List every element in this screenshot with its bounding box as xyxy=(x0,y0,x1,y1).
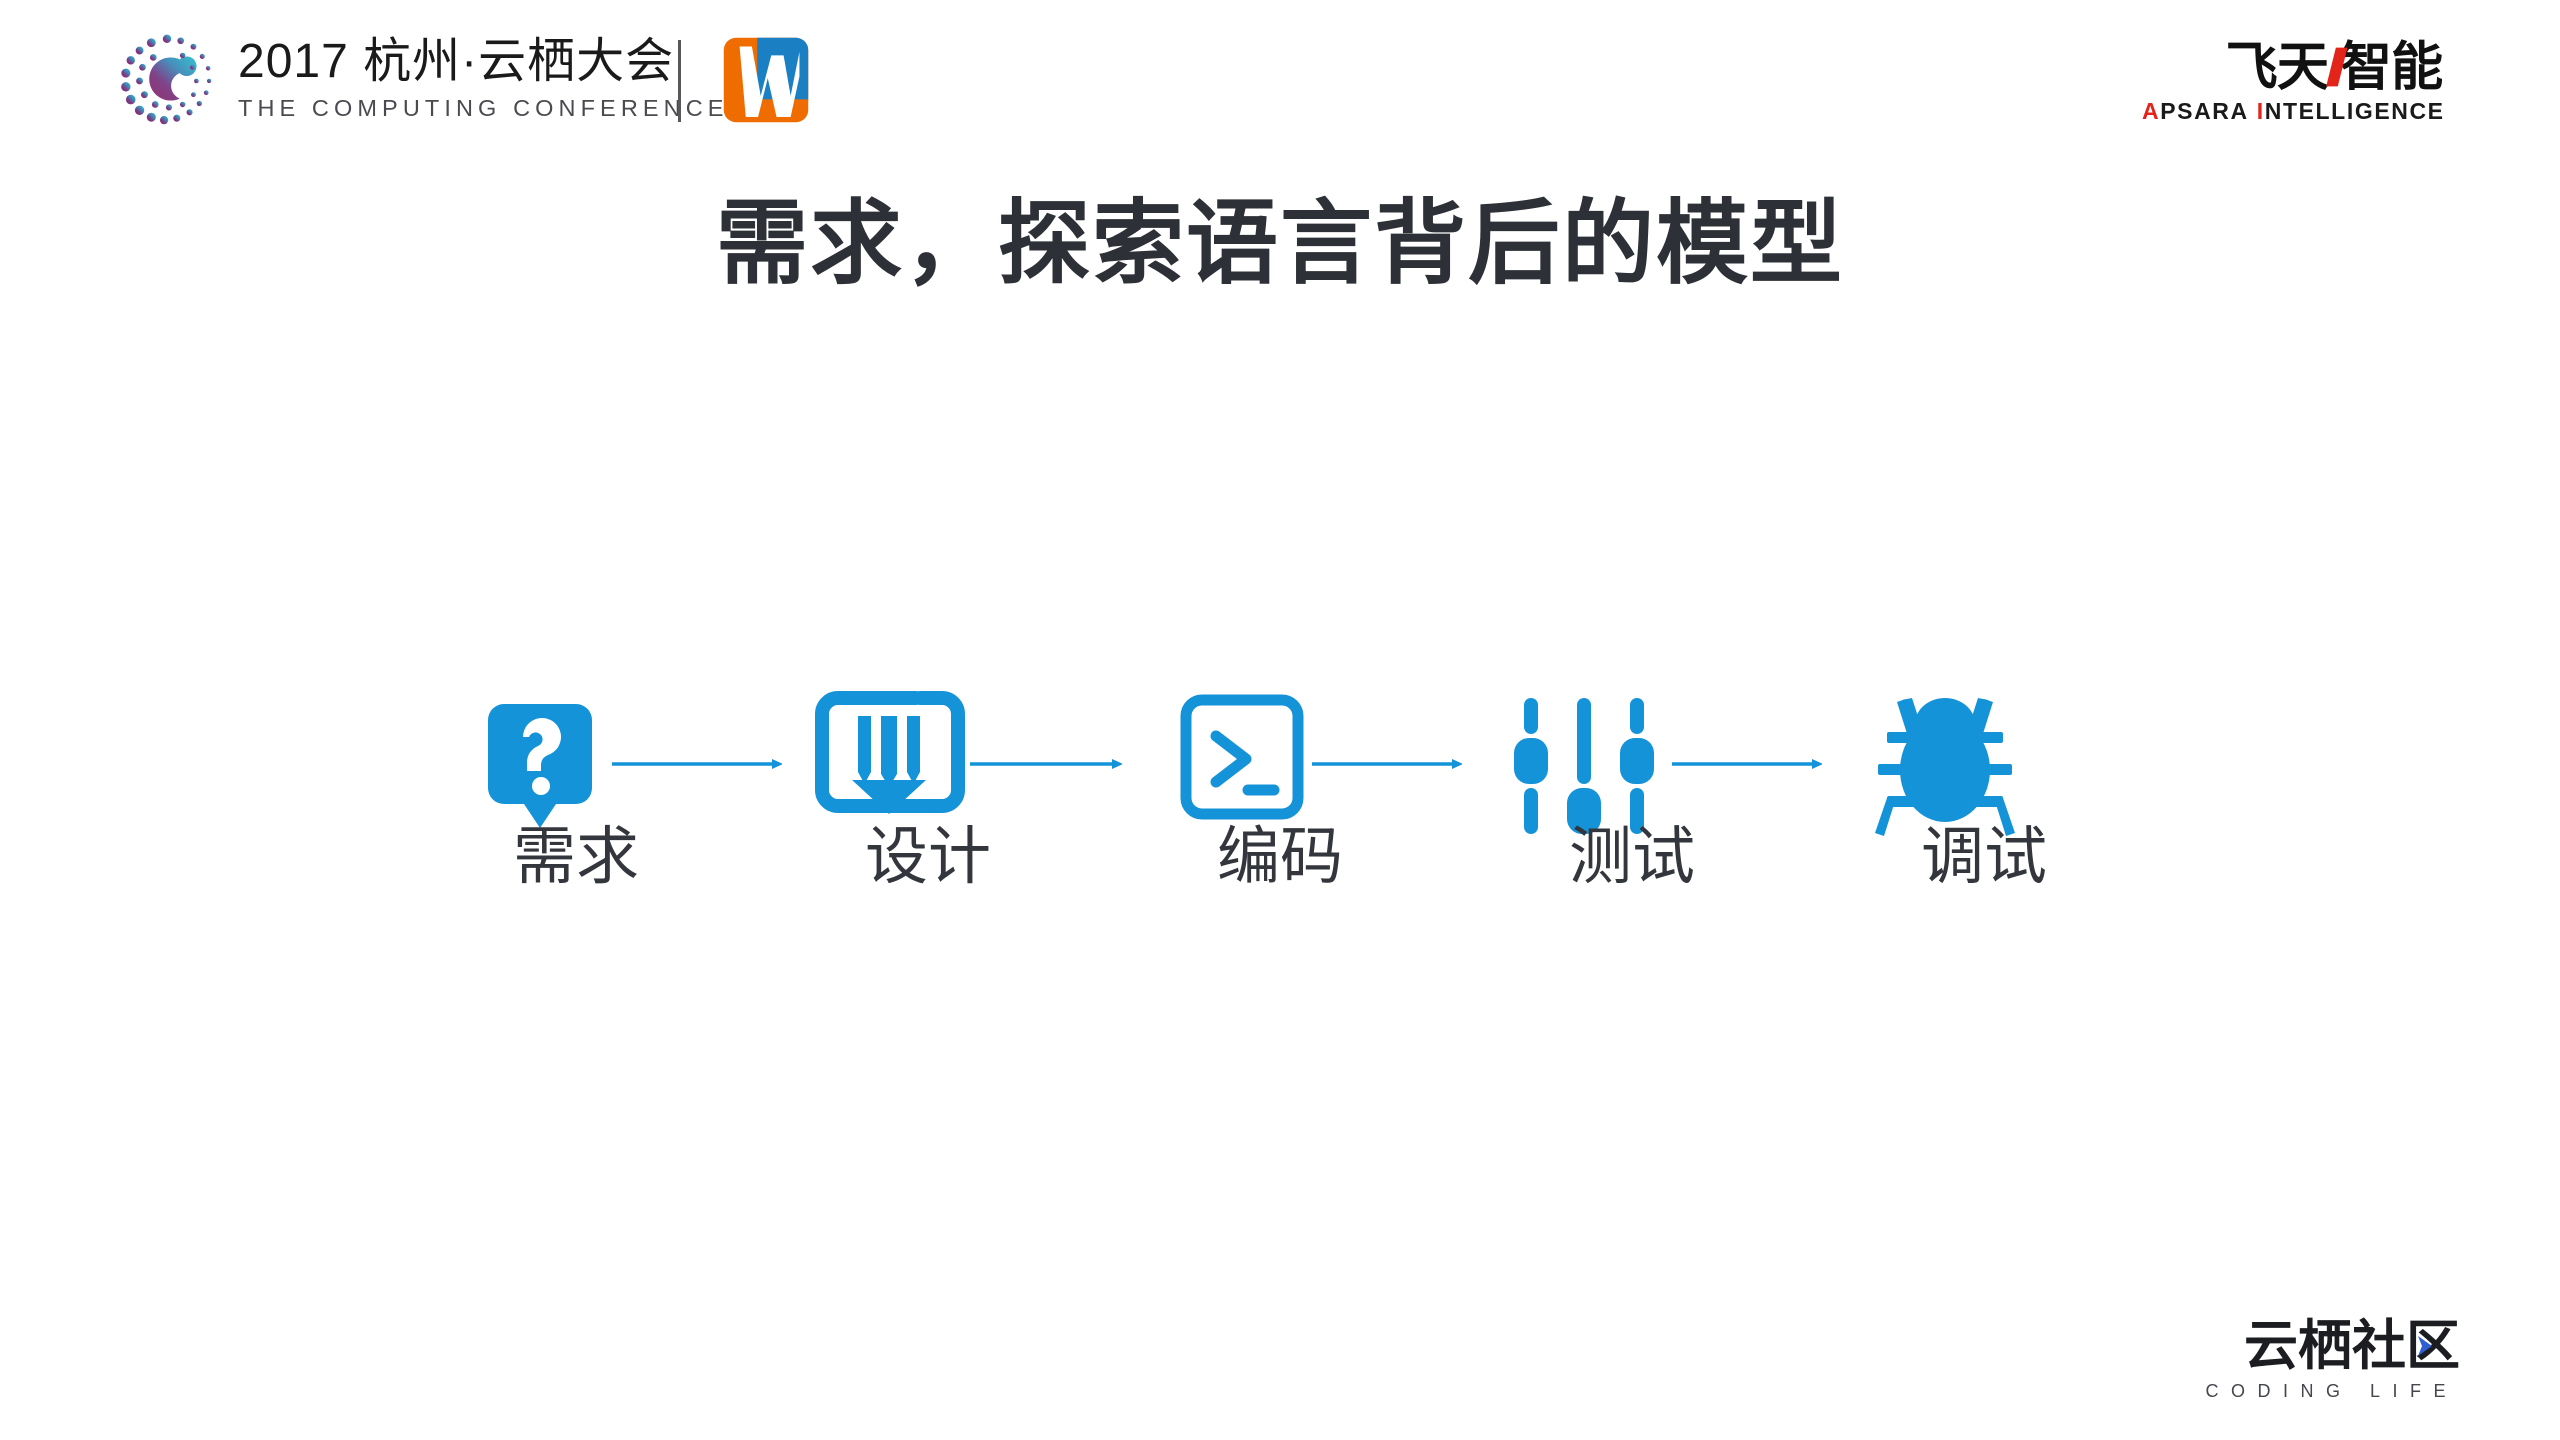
conference-subtitle: THE COMPUTING CONFERENCE xyxy=(238,94,729,121)
flow-step-icon-question-bubble-icon xyxy=(488,704,592,828)
yunqi-english-tagline: CODING LIFE xyxy=(2205,1381,2458,1401)
apsara-en-ntelligence: NTELLIGENCE xyxy=(2264,98,2445,124)
svg-text:智能: 智能 xyxy=(2339,37,2442,96)
apsara-en-psara: PSARA xyxy=(2160,98,2249,124)
flow-step-labels: 需求 设计 编码 测试 调试 xyxy=(400,825,2160,915)
conference-logo: 2017 杭州·云栖大会 THE COMPUTING CONFERENCE xyxy=(118,30,729,128)
yunqi-community-logo: 云栖社区 CODING LIFE xyxy=(2160,1314,2460,1402)
apsara-en-a: A xyxy=(2142,98,2161,124)
conference-logo-text: 2017 杭州·云栖大会 THE COMPUTING CONFERENCE xyxy=(238,36,729,122)
flow-step-icon-bug-icon xyxy=(1875,698,2015,836)
apsara-intelligence-logo: 智能 飞天 APSARA INTELLIGENCE xyxy=(2142,36,2445,124)
w-logo-icon xyxy=(723,37,809,123)
flow-step-label-1: 设计 xyxy=(865,820,991,893)
apsara-english-wordmark: APSARA INTELLIGENCE xyxy=(2142,98,2445,124)
flow-step-icon-terminal-prompt-icon xyxy=(1180,694,1304,820)
flow-step-label-4: 调试 xyxy=(1921,820,2047,893)
flow-step-icon-pencil-in-frame-icon xyxy=(815,691,965,814)
svg-text:飞天: 飞天 xyxy=(2225,37,2329,96)
computing-conference-dot-c-mark-icon xyxy=(121,34,212,125)
apsara-chinese-wordmark-icon: 智能 飞天 xyxy=(2225,37,2442,96)
yunqi-chinese-wordmark-icon: 云栖社区 xyxy=(2244,1314,2460,1376)
flow-step-label-2: 编码 xyxy=(1217,820,1343,893)
apsara-en-i: I xyxy=(2256,98,2265,124)
slide-title: 需求，探索语言背后的模型 xyxy=(715,190,1844,297)
slide-header: 2017 杭州·云栖大会 THE COMPUTING CONFERENCE 智能… xyxy=(0,0,2560,170)
flow-step-label-3: 测试 xyxy=(1569,820,1695,893)
flow-icons-and-arrows xyxy=(488,691,2015,836)
conference-title: 2017 杭州·云栖大会 xyxy=(238,35,675,89)
flow-step-label-0: 需求 xyxy=(513,820,639,893)
header-divider xyxy=(678,40,681,122)
flow-step-icon-sliders-icon xyxy=(1514,698,1654,834)
process-flow-diagram: 需求 设计 编码 测试 调试 xyxy=(400,640,2160,940)
